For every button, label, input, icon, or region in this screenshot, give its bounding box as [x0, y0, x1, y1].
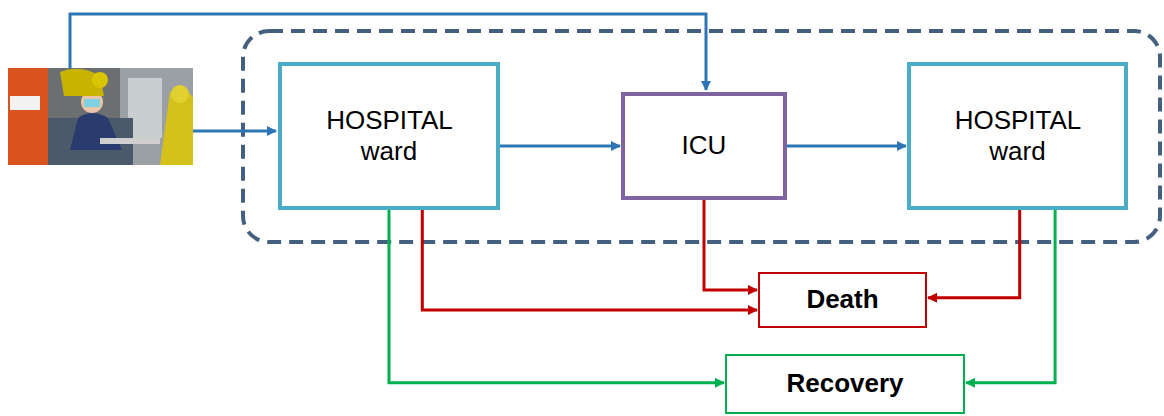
- outcome-box: Death: [758, 272, 927, 328]
- node-label: Recovery: [786, 368, 903, 399]
- node-label: HOSPITAL ward: [955, 105, 1081, 167]
- icu-box: ICU: [621, 92, 787, 200]
- flow-arrow: [422, 210, 757, 310]
- ward-box: HOSPITAL ward: [907, 62, 1128, 210]
- ward-box: HOSPITAL ward: [278, 62, 500, 210]
- flow-arrow: [500, 145, 620, 148]
- node-label: Death: [806, 284, 878, 315]
- flow-arrow: [389, 210, 724, 383]
- intake-arrow: [193, 130, 276, 133]
- node-label: ICU: [682, 130, 727, 161]
- outcome-box: Recovery: [725, 354, 965, 414]
- node-label: HOSPITAL ward: [326, 105, 452, 167]
- ambulance-photo: [8, 68, 193, 165]
- flow-arrow: [704, 200, 757, 290]
- flow-arrow: [928, 210, 1020, 298]
- flow-arrow: [787, 145, 906, 148]
- dashed-region: [243, 31, 1160, 242]
- flow-arrow: [966, 210, 1055, 383]
